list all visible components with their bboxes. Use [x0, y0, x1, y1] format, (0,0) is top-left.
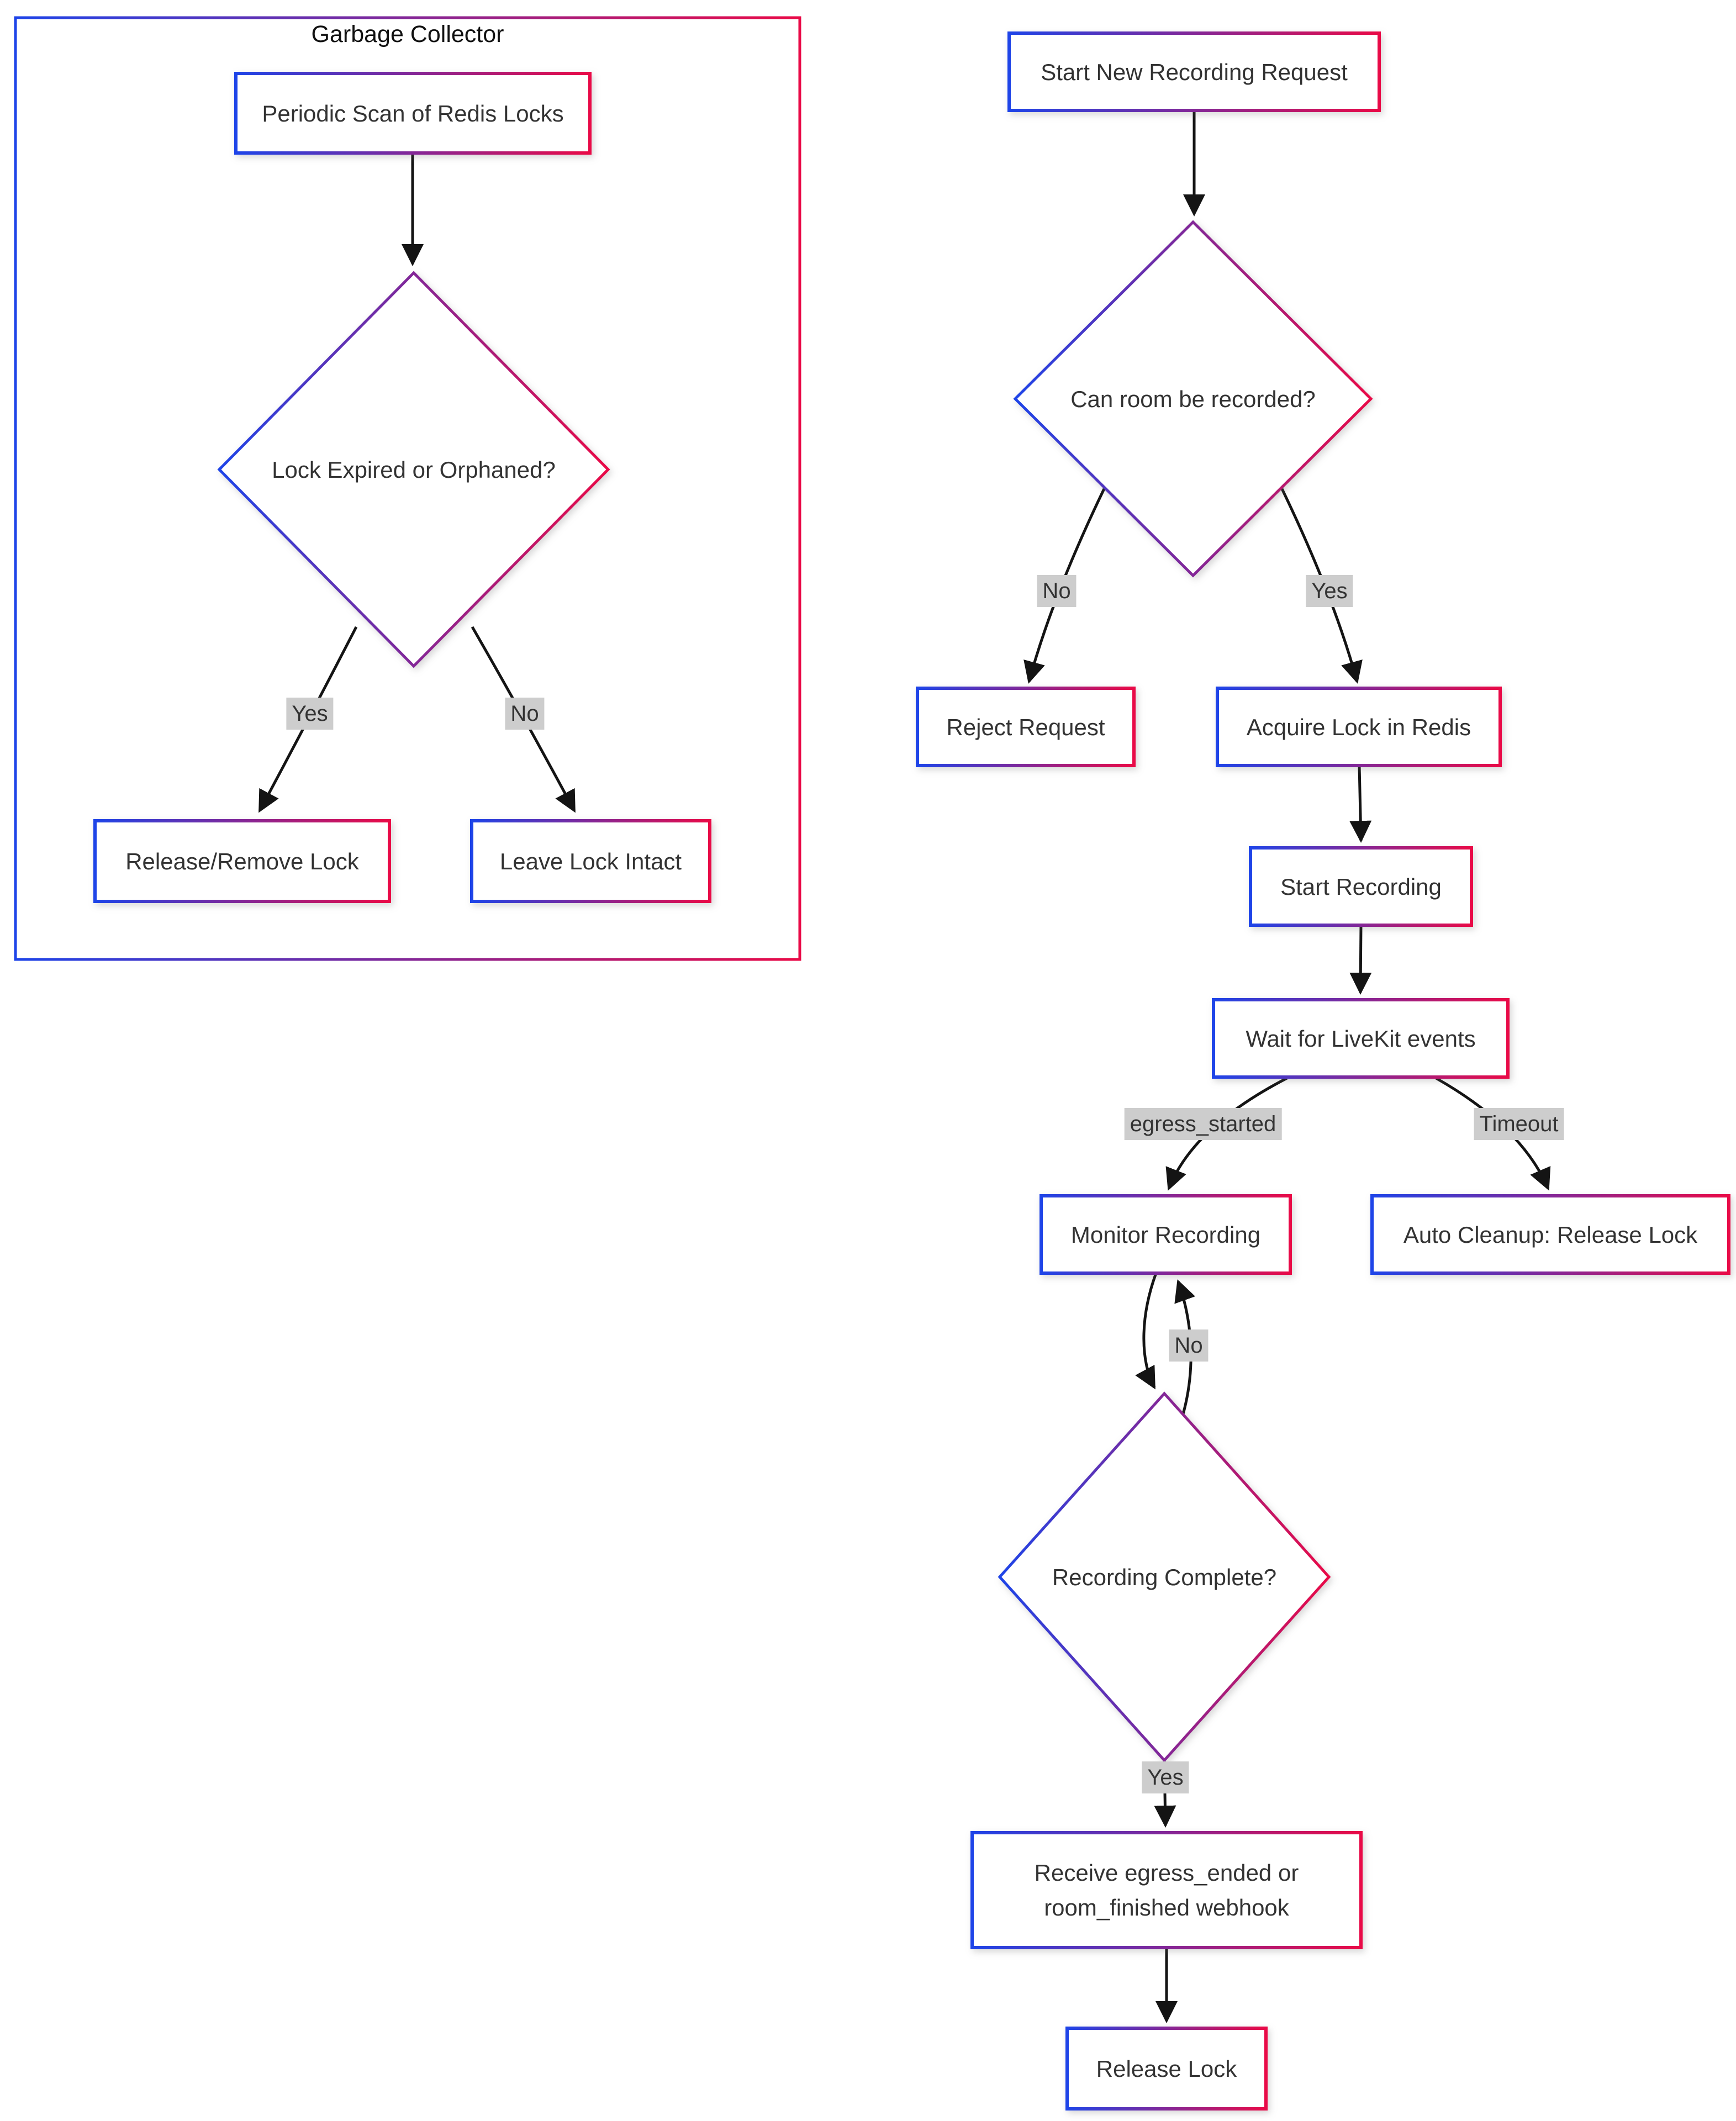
node-acquire-lock-shape: [1216, 687, 1502, 767]
node-monitor-recording-shape: [1040, 1194, 1292, 1275]
node-start-request-shape: [1007, 31, 1381, 112]
edge-label-loop-no: No: [1169, 1329, 1209, 1362]
edge-label-gc-no: No: [505, 698, 545, 730]
node-reject-request-shape: [916, 687, 1136, 767]
edge-label-record-no: No: [1037, 575, 1077, 607]
node-can-record-shape: [1013, 220, 1373, 578]
node-auto-cleanup-shape: [1370, 1194, 1730, 1275]
edge-label-timeout: Timeout: [1474, 1108, 1564, 1140]
node-recording-complete-shape: [998, 1391, 1331, 1763]
node-start-recording-shape: [1249, 846, 1473, 927]
edge-label-complete-yes: Yes: [1142, 1761, 1189, 1793]
edge-startrec-to-wait: [1349, 925, 1372, 995]
subgraph-title: Garbage Collector: [311, 21, 504, 48]
node-receive-webhook-shape: [970, 1831, 1363, 1949]
node-release-remove-shape: [93, 819, 391, 903]
node-wait-events-shape: [1212, 998, 1510, 1079]
node-lock-expired-shape: [217, 271, 610, 668]
node-periodic-scan-shape: [234, 72, 592, 155]
edge-label-egress-started: egress_started: [1124, 1108, 1282, 1140]
edge-label-gc-yes: Yes: [286, 698, 334, 730]
node-leave-intact-shape: [470, 819, 711, 903]
edge-label-record-yes: Yes: [1306, 575, 1353, 607]
node-release-lock-shape: [1065, 2027, 1268, 2111]
edge-monitor-to-complete: [1135, 1273, 1158, 1390]
edge-acquire-to-startrec: [1349, 765, 1372, 843]
subgraph-garbage-collector-border: [14, 16, 801, 961]
